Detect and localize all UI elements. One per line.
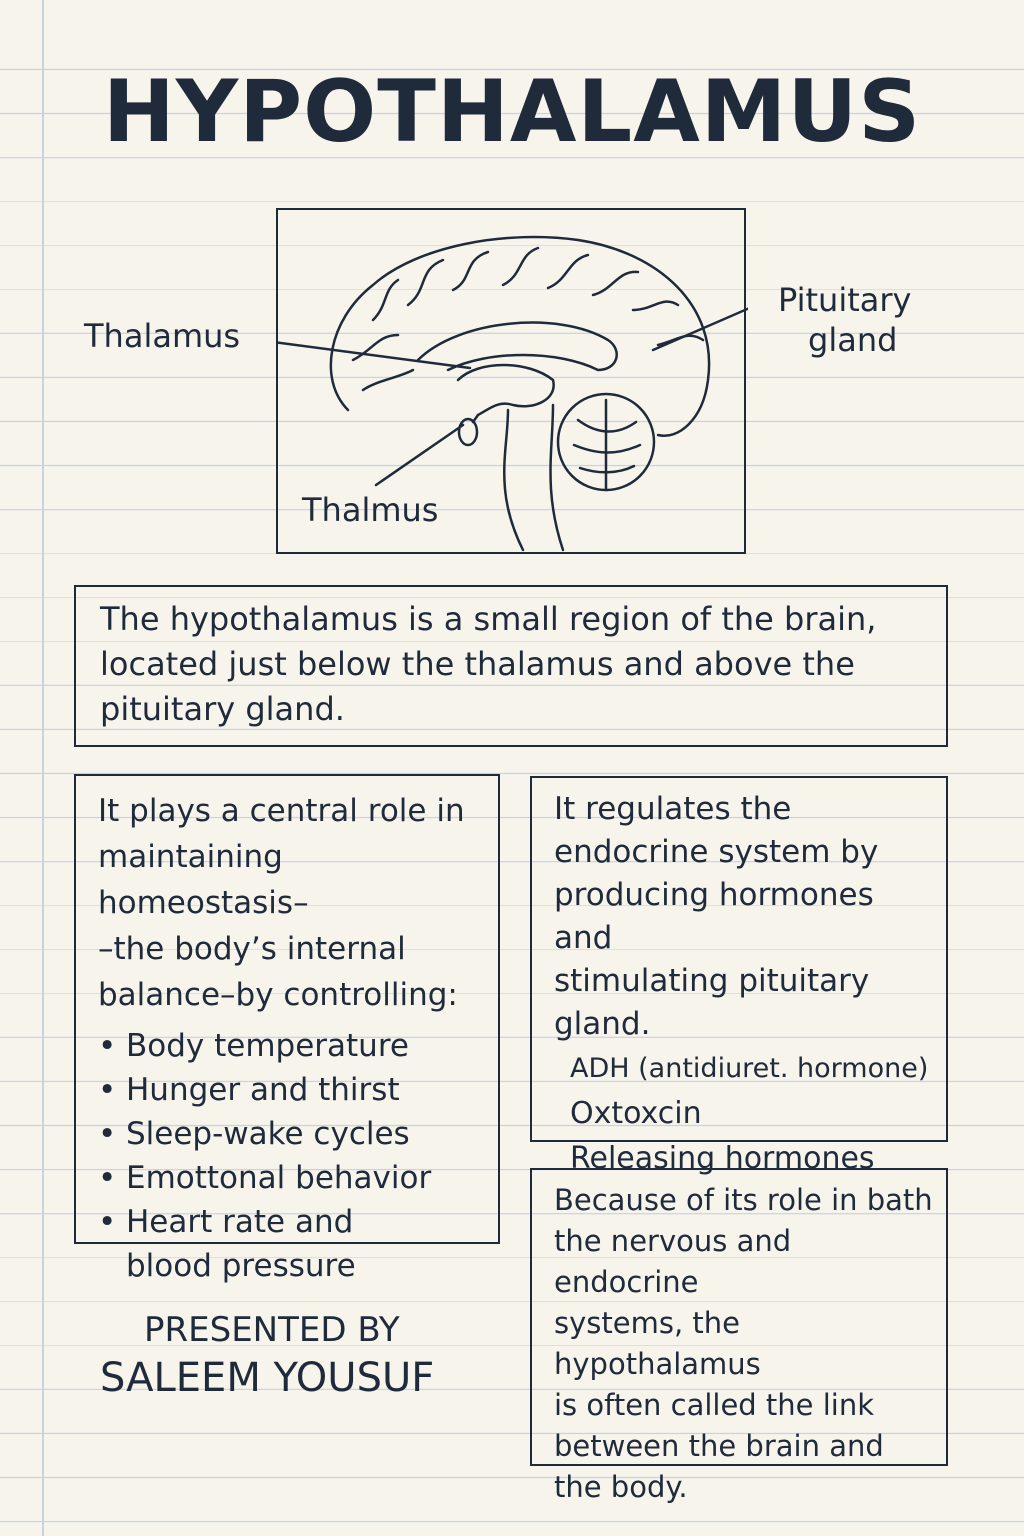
homeostasis-list: •Body temperature •Hunger and thirst •Sl… [98, 1024, 488, 1288]
link-line-5: between the brain and [554, 1429, 884, 1463]
presented-by-label: PRESENTED BY [144, 1310, 400, 1350]
endocrine-line-3: producing hormones and [554, 877, 874, 956]
bullet-icon: • [98, 1204, 117, 1240]
thalamus-label-bottom: Thalmus [302, 491, 439, 529]
homeostasis-line-2: maintaining homeostasis– [98, 839, 309, 921]
endocrine-line-4: stimulating pituitary [554, 963, 870, 999]
link-box: Because of its role in bath the nervous … [530, 1168, 948, 1504]
homeostasis-line-1: It plays a central role in [98, 793, 465, 829]
link-line-4: is often called the link [554, 1388, 875, 1422]
hormone-list: ADH (antidiuret. hormone) Oxtoxcin Relea… [554, 1046, 936, 1181]
hormone-oxytocin: Oxtoxcin [570, 1096, 702, 1131]
link-line-6: the body. [554, 1470, 688, 1504]
thalamus-label-top: Thalamus [84, 317, 241, 355]
bullet-icon: • [98, 1072, 117, 1108]
link-line-2: the nervous and endocrine [554, 1224, 792, 1299]
bullet-icon: • [98, 1160, 117, 1196]
intro-line-3: pituitary gland. [100, 690, 345, 728]
brain-figure-box [276, 208, 748, 554]
hormone-adh: ADH (antidiuret. hormone) [570, 1053, 929, 1084]
homeostasis-box: It plays a central role in maintaining h… [74, 774, 500, 1284]
homeostasis-line-3: –the body’s internal [98, 931, 406, 967]
list-item: •Hunger and thirst [98, 1068, 488, 1112]
homeostasis-line-4: balance–by controlling: [98, 977, 458, 1013]
notebook-margin-line [42, 0, 44, 1536]
intro-line-1: The hypothalamus is a small region of th… [100, 600, 877, 638]
bullet-icon: • [98, 1116, 117, 1152]
endocrine-box: It regulates the endocrine system by pro… [530, 776, 948, 1176]
intro-line-2: located just below the thalamus and abov… [100, 645, 855, 683]
page-title: HYPOTHALAMUS [102, 62, 922, 162]
endocrine-line-2: endocrine system by [554, 834, 879, 870]
brain-sagittal-illustration [278, 235, 748, 552]
hormone-releasing: Releasing hormones [570, 1141, 875, 1176]
endocrine-line-1: It regulates the [554, 791, 792, 827]
link-line-3: systems, the hypothalamus [554, 1306, 761, 1381]
presenter-credit: PRESENTED BY SALEEM YOUSUF [100, 1308, 480, 1404]
endocrine-line-5: gland. [554, 1006, 651, 1042]
presenter-name: SALEEM YOUSUF [100, 1355, 435, 1401]
link-line-1: Because of its role in bath [554, 1183, 933, 1217]
list-item: •Heart rate and blood pressure [98, 1200, 488, 1288]
list-item: •Sleep-wake cycles [98, 1112, 488, 1156]
bullet-icon: • [98, 1028, 117, 1064]
pituitary-label-line1: Pituitary [778, 281, 912, 319]
intro-box: The hypothalamus is a small region of th… [74, 585, 948, 747]
list-item: •Body temperature [98, 1024, 488, 1068]
pituitary-label-line2: gland [808, 321, 898, 359]
list-item: •Emottonal behavior [98, 1156, 488, 1200]
